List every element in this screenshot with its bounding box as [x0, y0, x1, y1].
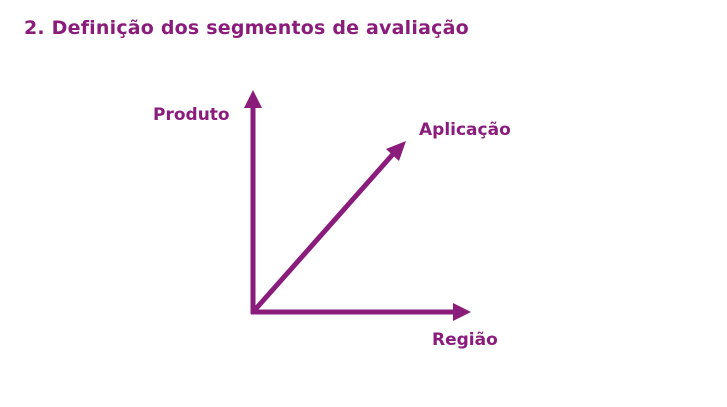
diagonal-axis-arrow [251, 151, 396, 314]
axis-label-regiao: Região [432, 330, 498, 350]
axis-label-produto: Produto [153, 105, 230, 125]
horizontal-arrowhead [453, 303, 471, 321]
slide-title: 2. Definição dos segmentos de avaliação [24, 17, 469, 39]
vertical-arrowhead [244, 90, 262, 108]
axis-label-aplicacao: Aplicação [419, 120, 511, 140]
diagonal-arrowhead [386, 141, 406, 161]
